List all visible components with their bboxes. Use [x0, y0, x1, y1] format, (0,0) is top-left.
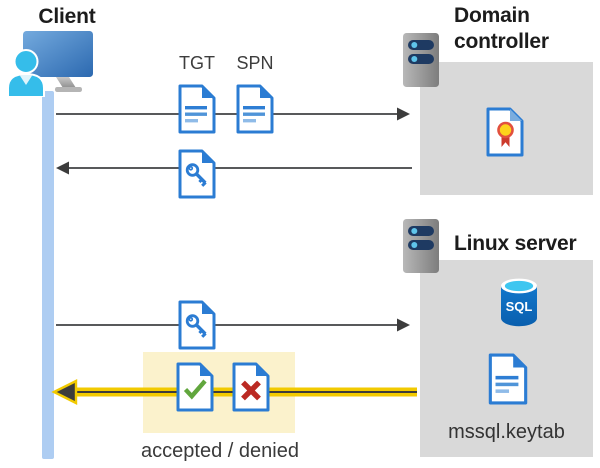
arrow-client-to-dc [56, 107, 410, 121]
service-ticket-key-document-icon [177, 300, 217, 350]
linux-server-title: Linux server [454, 232, 577, 255]
tgt-document-icon [177, 84, 217, 134]
arrow-client-to-linux [56, 318, 410, 332]
client-title: Client [38, 5, 96, 28]
keytab-label: mssql.keytab [448, 421, 565, 443]
dc-server-icon [403, 33, 439, 87]
accepted-check-document-icon [175, 362, 215, 412]
certificate-document-icon [486, 107, 524, 157]
sql-database-icon: SQL [501, 278, 537, 327]
linux-server-icon [403, 219, 439, 273]
sql-badge-text: SQL [506, 299, 533, 314]
spn-label: SPN [236, 53, 274, 73]
tgt-label: TGT [179, 53, 215, 73]
client-device-icon [7, 31, 93, 97]
ticket-key-document-icon [177, 149, 217, 199]
result-label: accepted / denied [141, 440, 299, 462]
client-lifeline-bar [42, 91, 54, 459]
arrow-dc-to-client [56, 161, 412, 175]
keytab-document-icon [487, 353, 529, 405]
denied-x-document-icon [231, 362, 271, 412]
spn-document-icon [235, 84, 275, 134]
domain-controller-title: Domain controller [454, 4, 549, 54]
